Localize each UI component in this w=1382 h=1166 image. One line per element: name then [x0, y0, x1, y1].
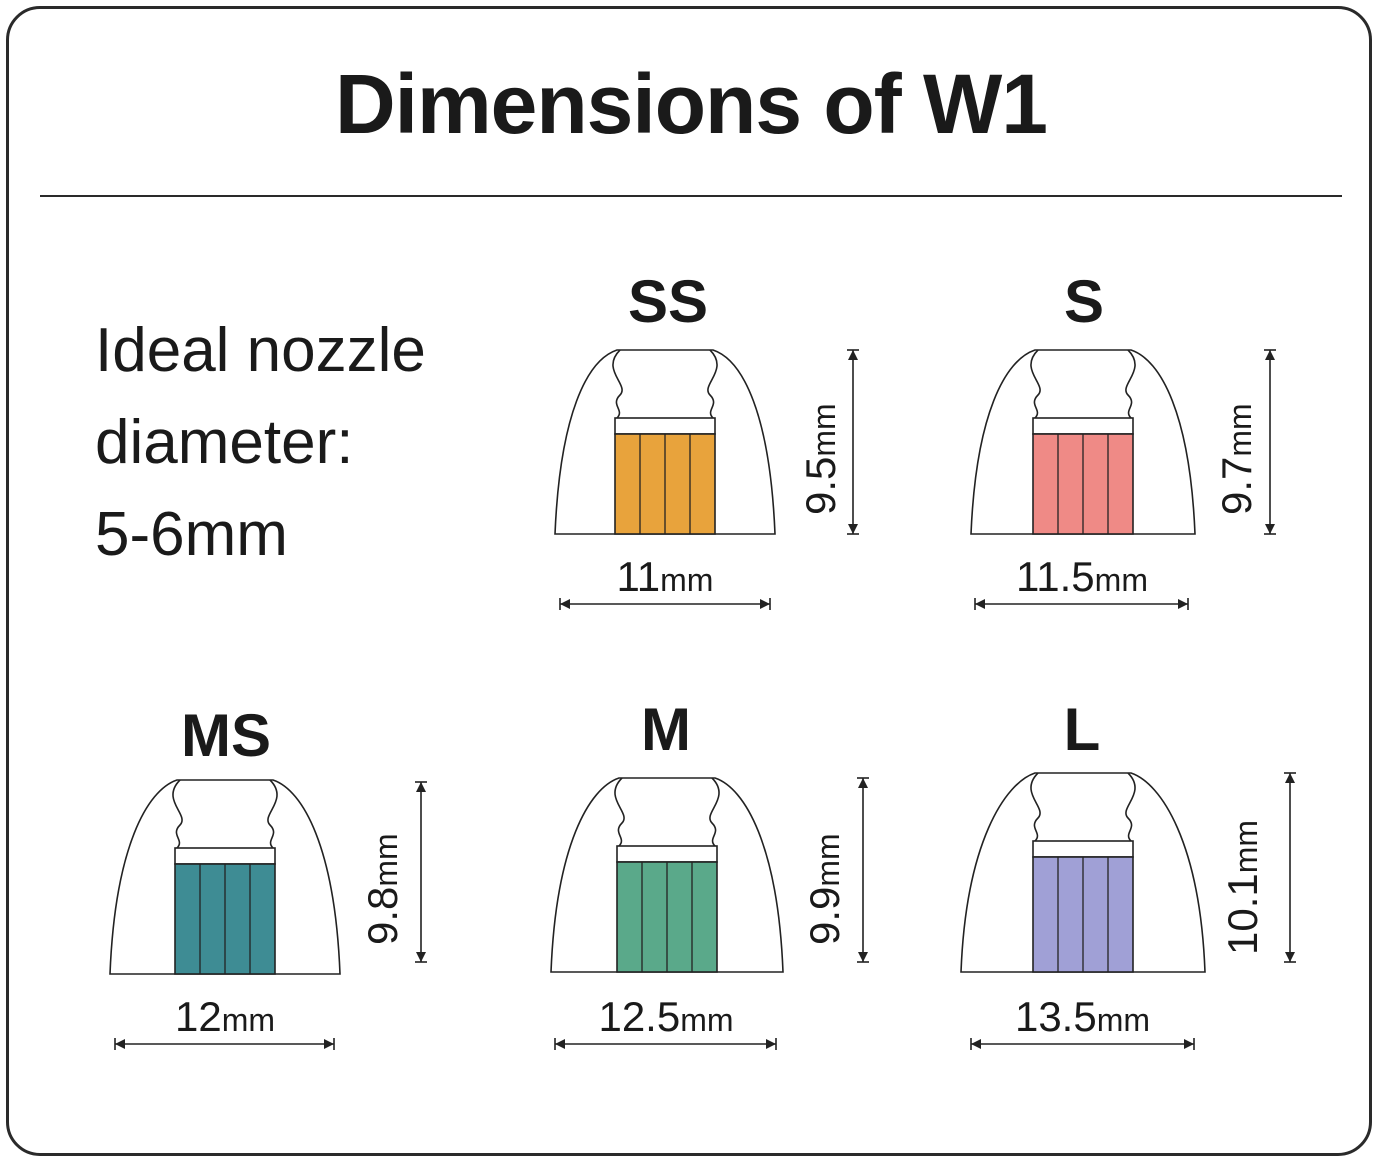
width-arrowhead-left-l [971, 1039, 981, 1049]
width-arrowhead-right-ms [324, 1039, 334, 1049]
tip-channel-right-s [1125, 349, 1136, 419]
height-arrowhead-bottom-ms [416, 952, 426, 962]
width-arrowhead-left-ms [115, 1039, 125, 1049]
height-arrowhead-top-m [858, 778, 868, 788]
height-arrowhead-top-ss [848, 350, 858, 360]
tip-height-label-ms: 9.8mm [359, 833, 406, 945]
page-title: Dimensions of W1 [334, 57, 1048, 151]
tip-channel-left-ms [172, 779, 183, 849]
tip-size-label-ss: SS [627, 268, 709, 335]
tip-size-label-m: M [641, 696, 691, 763]
width-arrowhead-left-s [975, 599, 985, 609]
tip-width-label-ss: 11mm [616, 553, 714, 600]
tip-channel-left-l [1030, 772, 1041, 842]
height-arrowhead-bottom-m [858, 952, 868, 962]
tip-core-cap-ss [614, 417, 716, 435]
tip-channel-right-l [1125, 772, 1136, 842]
tip-channel-right-m [709, 777, 720, 847]
diagram-frame [6, 6, 1372, 1156]
height-arrowhead-top-ms [416, 782, 426, 792]
nozzle-line-2: diameter: [95, 408, 354, 477]
tip-width-label-l: 13.5mm [1014, 993, 1151, 1040]
width-arrowhead-left-m [555, 1039, 565, 1049]
tip-channel-left-s [1030, 349, 1041, 419]
height-arrowhead-top-s [1265, 350, 1275, 360]
width-arrowhead-right-s [1178, 599, 1188, 609]
title-divider [40, 195, 1342, 197]
tip-core-cap-s [1032, 417, 1134, 435]
height-arrowhead-bottom-s [1265, 524, 1275, 534]
tip-width-label-m: 12.5mm [598, 993, 734, 1040]
tip-size-label-l: L [1063, 696, 1101, 763]
tip-core-cap-m [616, 845, 718, 863]
tip-height-label-ss: 9.5mm [797, 403, 844, 515]
nozzle-note: Ideal nozzle diameter: 5-6mm [95, 305, 426, 581]
tip-width-label-s: 11.5mm [1016, 553, 1148, 600]
tip-core-cap-ms [174, 847, 276, 865]
width-arrowhead-right-m [766, 1039, 776, 1049]
tip-height-label-m: 9.9mm [801, 833, 848, 945]
width-arrowhead-right-ss [760, 599, 770, 609]
tip-width-label-ms: 12mm [174, 993, 276, 1040]
width-arrowhead-right-l [1184, 1039, 1194, 1049]
nozzle-line-3: 5-6mm [95, 500, 288, 569]
tip-size-label-ms: MS [181, 702, 271, 769]
height-arrowhead-top-l [1285, 773, 1295, 783]
height-arrowhead-bottom-ss [848, 524, 858, 534]
tip-height-label-s: 9.7mm [1213, 403, 1260, 515]
nozzle-line-1: Ideal nozzle [95, 316, 426, 385]
width-arrowhead-left-ss [560, 599, 570, 609]
tip-channel-left-ss [612, 349, 623, 419]
tip-channel-right-ss [707, 349, 718, 419]
tip-core-cap-l [1032, 840, 1134, 858]
tip-height-label-l: 10.1mm [1219, 819, 1266, 955]
tip-size-label-s: S [1063, 268, 1105, 335]
tip-channel-left-m [614, 777, 625, 847]
tip-channel-right-ms [267, 779, 278, 849]
height-arrowhead-bottom-l [1285, 952, 1295, 962]
